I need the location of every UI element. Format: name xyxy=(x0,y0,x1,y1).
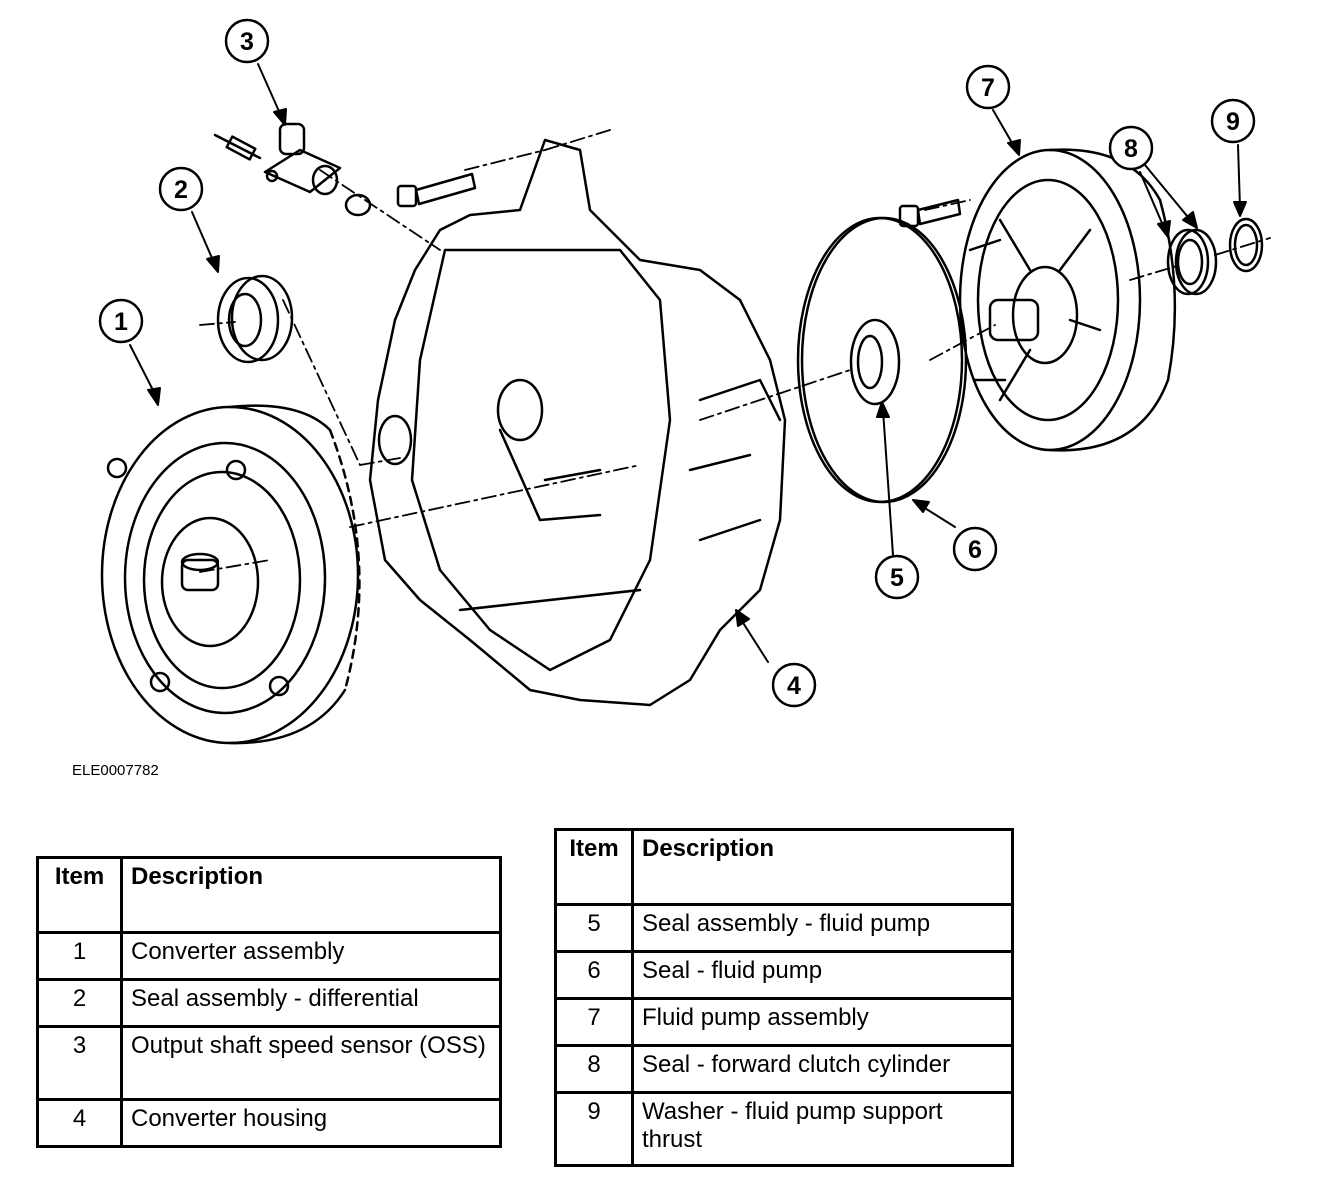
table-row: 7 Fluid pump assembly xyxy=(554,997,1014,1047)
row-item: 3 xyxy=(36,1025,123,1101)
callout-9 xyxy=(1210,98,1256,144)
header-item: Item xyxy=(36,856,123,934)
callout-markers: 1 2 3 4 5 6 7 8 9 xyxy=(98,18,1256,708)
legend-header: Item Description xyxy=(554,828,1014,906)
converter-assembly-drawing xyxy=(100,404,361,745)
callout-8 xyxy=(1108,125,1154,171)
row-description: Output shaft speed sensor (OSS) xyxy=(120,1025,502,1101)
leader-lines xyxy=(129,63,1247,663)
forward-clutch-seal-drawing xyxy=(1166,228,1218,296)
callout-4 xyxy=(771,662,817,708)
table-row: 8 Seal - forward clutch cylinder xyxy=(554,1044,1014,1094)
callout-4-label: 4 xyxy=(787,672,801,700)
pump-bolt-drawing xyxy=(898,198,962,228)
table-row: 4 Converter housing xyxy=(36,1098,502,1148)
callout-1 xyxy=(98,298,144,344)
table-row: 2 Seal assembly - differential xyxy=(36,978,502,1028)
table-row: 6 Seal - fluid pump xyxy=(554,950,1014,1000)
callout-5 xyxy=(874,554,920,600)
callout-7 xyxy=(965,64,1011,110)
row-item: 5 xyxy=(554,903,634,953)
callout-9-label: 9 xyxy=(1226,108,1240,136)
legend-table-right: Item Description 5 Seal assembly - fluid… xyxy=(554,828,1014,1167)
callout-2-label: 2 xyxy=(174,176,188,204)
header-description: Description xyxy=(120,856,502,934)
table-row: 9 Washer - fluid pump support thrust xyxy=(554,1091,1014,1167)
pump-seal-assembly-drawing xyxy=(849,318,901,406)
row-description: Seal assembly - fluid pump xyxy=(631,903,1014,953)
header-item: Item xyxy=(554,828,634,906)
row-description: Converter housing xyxy=(120,1098,502,1148)
thrust-washer-drawing xyxy=(1228,217,1264,273)
callout-6-label: 6 xyxy=(968,536,982,564)
differential-seal-drawing xyxy=(216,274,294,364)
converter-housing-drawing xyxy=(368,138,787,707)
exploded-diagram: 1 2 3 4 5 6 7 8 9 ELE0007782 xyxy=(72,18,1271,779)
table-row: 5 Seal assembly - fluid pump xyxy=(554,903,1014,953)
row-item: 7 xyxy=(554,997,634,1047)
legend-header: Item Description xyxy=(36,856,502,934)
housing-bolt-drawing xyxy=(396,172,477,208)
row-item: 8 xyxy=(554,1044,634,1094)
row-item: 6 xyxy=(554,950,634,1000)
row-item: 1 xyxy=(36,931,123,981)
oss-sensor-drawing xyxy=(213,122,372,217)
callout-7-label: 7 xyxy=(981,74,995,102)
row-description: Seal - forward clutch cylinder xyxy=(631,1044,1014,1094)
row-item: 9 xyxy=(554,1091,634,1167)
row-description: Seal - fluid pump xyxy=(631,950,1014,1000)
row-description: Fluid pump assembly xyxy=(631,997,1014,1047)
callout-5-label: 5 xyxy=(890,564,904,592)
figure-code: ELE0007782 xyxy=(72,762,159,779)
callout-3-label: 3 xyxy=(240,28,254,56)
header-description: Description xyxy=(631,828,1014,906)
table-row: 1 Converter assembly xyxy=(36,931,502,981)
row-description: Seal assembly - differential xyxy=(120,978,502,1028)
callout-8-label: 8 xyxy=(1124,135,1138,163)
table-row: 3 Output shaft speed sensor (OSS) xyxy=(36,1025,502,1101)
row-item: 2 xyxy=(36,978,123,1028)
row-item: 4 xyxy=(36,1098,123,1148)
row-description: Washer - fluid pump support thrust xyxy=(631,1091,1014,1167)
callout-3 xyxy=(224,18,270,64)
callout-1-label: 1 xyxy=(114,308,128,336)
legend-table-left: Item Description 1 Converter assembly 2 … xyxy=(36,856,502,1148)
row-description: Converter assembly xyxy=(120,931,502,981)
pump-seal-ring-drawing xyxy=(796,216,968,504)
callout-6 xyxy=(952,526,998,572)
callout-2 xyxy=(158,166,204,212)
fluid-pump-assembly-drawing xyxy=(958,148,1177,452)
